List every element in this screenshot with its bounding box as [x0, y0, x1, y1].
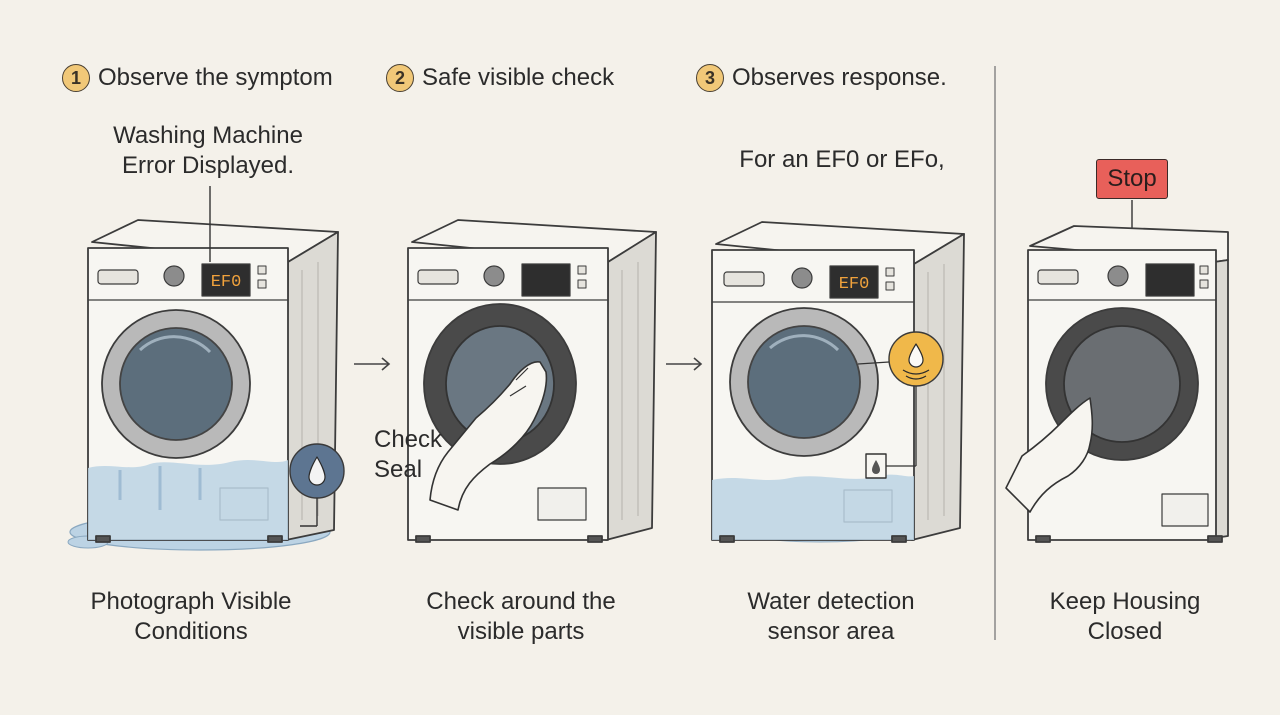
check-seal-label: Check Seal	[374, 426, 443, 483]
step-1-heading: Observe the symptom	[98, 64, 333, 91]
step-3-header: 3 Observes response.	[696, 62, 947, 94]
step-2-number: 2	[386, 64, 414, 92]
step-2-header: 2 Safe visible check	[386, 62, 614, 94]
washer-4	[1005, 200, 1229, 543]
stop-badge: Stop	[1096, 159, 1168, 199]
error-display-1: EF0	[211, 273, 242, 292]
step-3-caption: Water detection sensor area	[747, 588, 915, 645]
step-1-header: 1 Observe the symptom	[62, 62, 333, 94]
step-1-number: 1	[62, 64, 90, 92]
washer-1: EF0	[67, 186, 345, 551]
step-3-heading: Observes response.	[732, 64, 947, 91]
step-2-caption: Check around the visible parts	[426, 588, 616, 645]
washer-3: EF0	[711, 221, 965, 543]
hand-icon	[429, 361, 548, 511]
step-1-caption: Photograph Visible Conditions	[90, 588, 292, 645]
error-display-3: EF0	[839, 275, 870, 294]
step-2-heading: Safe visible check	[422, 64, 615, 91]
ef0-note: For an EF0 or EFo,	[739, 146, 945, 173]
error-note: Washing Machine Error Displayed.	[113, 122, 303, 179]
pointing-hand-icon	[1005, 397, 1094, 513]
arrow-right-icon	[666, 357, 703, 371]
washer-2	[407, 219, 657, 543]
arrow-right-icon	[354, 357, 391, 371]
step-3-number: 3	[696, 64, 724, 92]
step-4-caption: Keep Housing Closed	[1049, 588, 1201, 645]
